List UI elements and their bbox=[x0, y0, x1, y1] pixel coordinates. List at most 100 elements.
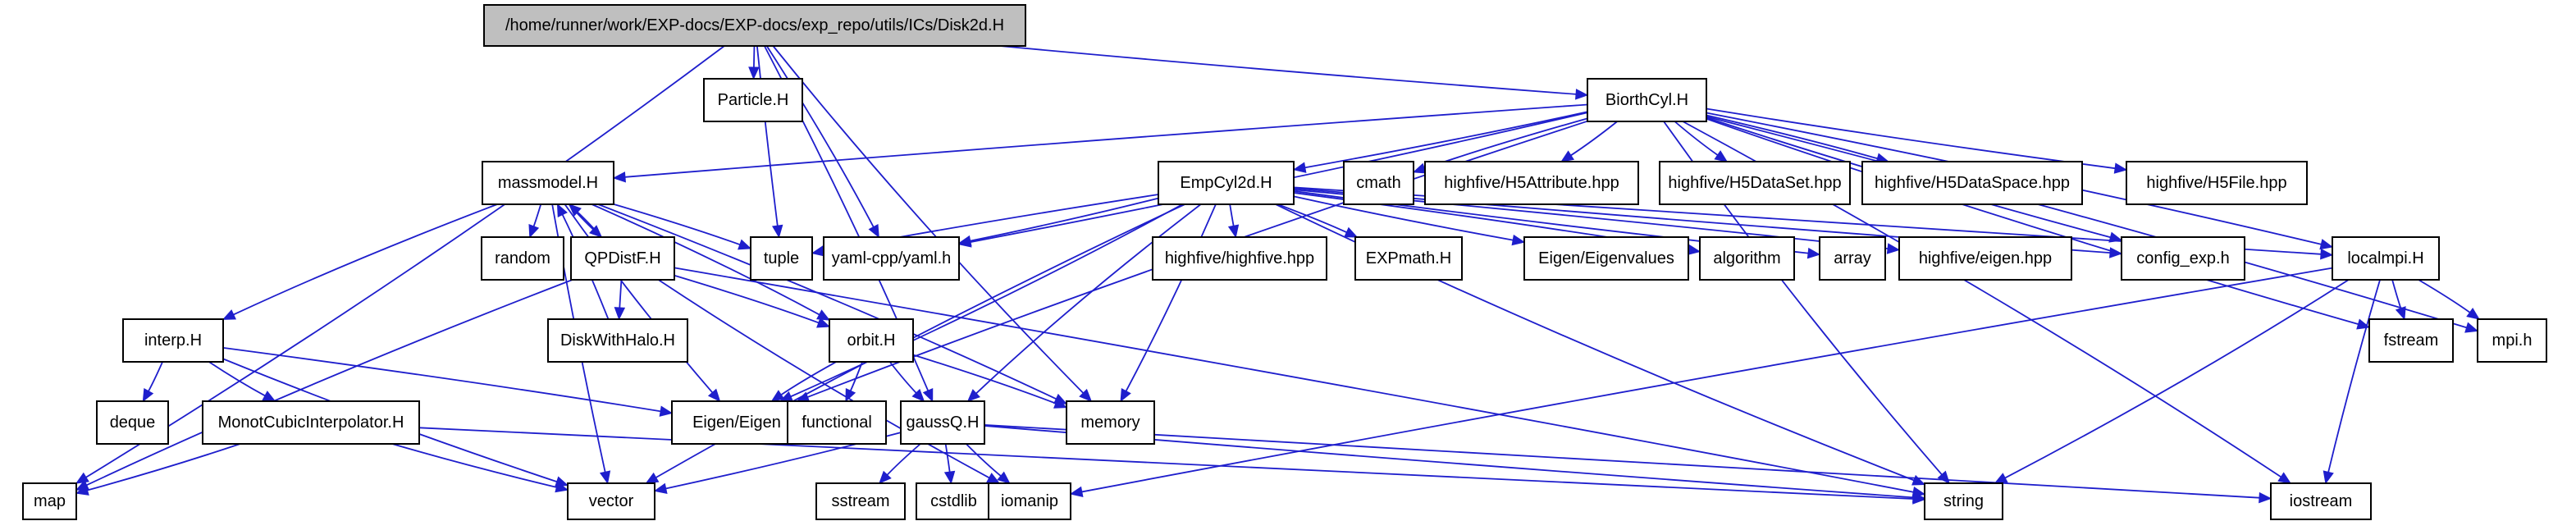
arrowhead-icon bbox=[957, 235, 972, 247]
graph-nodes: /home/runner/work/EXP-docs/EXP-docs/exp_… bbox=[22, 4, 2547, 520]
node-box bbox=[1066, 400, 1155, 445]
arrowhead-icon bbox=[738, 239, 752, 250]
edge-biorth-to-fstream bbox=[1706, 117, 2371, 330]
node-vector[interactable]: vector bbox=[567, 482, 655, 520]
edge-line bbox=[888, 361, 918, 395]
node-iostream[interactable]: iostream bbox=[2270, 482, 2372, 520]
arrowhead-icon bbox=[1560, 150, 1575, 162]
node-box bbox=[703, 78, 803, 122]
node-particle[interactable]: Particle.H bbox=[703, 78, 803, 122]
arrowhead-icon bbox=[2277, 472, 2292, 484]
node-hfhf[interactable]: highfive/highfive.hpp bbox=[1152, 236, 1327, 281]
node-label: tuple bbox=[764, 249, 799, 267]
edge-line bbox=[658, 279, 992, 480]
node-box bbox=[567, 482, 655, 520]
node-iomanip[interactable]: iomanip bbox=[988, 482, 1071, 520]
node-box bbox=[2270, 482, 2372, 520]
node-eigen[interactable]: Eigen/Eigen bbox=[671, 400, 802, 445]
edge-line bbox=[208, 361, 267, 398]
arrowhead-icon bbox=[1911, 474, 1926, 486]
node-hfeigen[interactable]: highfive/eigen.hpp bbox=[1898, 236, 2072, 281]
node-algorithm[interactable]: algorithm bbox=[1699, 236, 1795, 281]
node-label: /home/runner/work/EXP-docs/EXP-docs/exp_… bbox=[505, 16, 1004, 34]
node-fstream[interactable]: fstream bbox=[2368, 318, 2454, 363]
node-biorth[interactable]: BiorthCyl.H bbox=[1587, 78, 1707, 122]
node-mpi[interactable]: mpi.h bbox=[2477, 318, 2547, 363]
node-h5file[interactable]: highfive/H5File.hpp bbox=[2126, 161, 2308, 205]
edge-qpdist-to-massmodel bbox=[568, 203, 602, 238]
node-label: highfive/highfive.hpp bbox=[1165, 249, 1314, 267]
node-h5dataset[interactable]: highfive/H5DataSet.hpp bbox=[1659, 161, 1851, 205]
edge-monot-to-map bbox=[75, 443, 241, 496]
edge-orbit-to-memory bbox=[912, 354, 1068, 409]
node-box bbox=[1158, 161, 1295, 205]
node-eigenvals[interactable]: Eigen/Eigenvalues bbox=[1523, 236, 1689, 281]
node-yaml[interactable]: yaml-cpp/yaml.h bbox=[823, 236, 960, 281]
node-cstdlib[interactable]: cstdlib bbox=[916, 482, 992, 520]
node-label: DiskWithHalo.H bbox=[560, 331, 675, 350]
node-array[interactable]: array bbox=[1819, 236, 1886, 281]
node-disk2d[interactable]: /home/runner/work/EXP-docs/EXP-docs/exp_… bbox=[483, 4, 1026, 47]
arrowhead-icon bbox=[1069, 486, 1084, 497]
node-label: interp.H bbox=[144, 331, 202, 350]
node-h5dataspace[interactable]: highfive/H5DataSpace.hpp bbox=[1861, 161, 2083, 205]
node-deque[interactable]: deque bbox=[96, 400, 169, 445]
node-interp[interactable]: interp.H bbox=[122, 318, 224, 363]
node-label: BiorthCyl.H bbox=[1605, 91, 1688, 109]
edge-line bbox=[591, 203, 821, 317]
arrowhead-icon bbox=[997, 471, 1011, 484]
edge-gaussq-to-sstream bbox=[879, 443, 921, 484]
edge-line bbox=[1674, 121, 1720, 157]
node-label: cmath bbox=[1356, 174, 1400, 192]
edge-massmodel-to-eigen bbox=[564, 203, 721, 402]
edge-qpdist-to-string bbox=[674, 267, 1926, 498]
node-map[interactable]: map bbox=[22, 482, 77, 520]
edge-line bbox=[1706, 117, 2360, 326]
node-random[interactable]: random bbox=[481, 236, 564, 281]
node-tuple[interactable]: tuple bbox=[750, 236, 813, 281]
node-label: mpi.h bbox=[2492, 331, 2533, 350]
arrowhead-icon bbox=[2466, 308, 2480, 320]
node-h5attr[interactable]: highfive/H5Attribute.hpp bbox=[1424, 161, 1639, 205]
node-monot[interactable]: MonotCubicInterpolator.H bbox=[202, 400, 420, 445]
node-label: cstdlib bbox=[930, 492, 977, 510]
node-expmath[interactable]: EXPmath.H bbox=[1354, 236, 1463, 281]
node-gaussq[interactable]: gaussQ.H bbox=[900, 400, 985, 445]
edge-line bbox=[2418, 279, 2472, 314]
node-box bbox=[750, 236, 813, 281]
edge-interp-to-monot bbox=[208, 361, 276, 402]
edge-line bbox=[147, 361, 163, 393]
node-config[interactable]: config_exp.h bbox=[2121, 236, 2245, 281]
node-memory[interactable]: memory bbox=[1066, 400, 1155, 445]
arrowhead-icon bbox=[845, 388, 856, 403]
node-box bbox=[547, 318, 688, 363]
edge-line bbox=[222, 346, 663, 413]
arrowhead-icon bbox=[879, 470, 892, 484]
edge-line bbox=[391, 443, 559, 489]
edge-qpdist-to-map bbox=[75, 279, 573, 491]
arrowhead-icon bbox=[1575, 89, 1589, 100]
node-cmath[interactable]: cmath bbox=[1343, 161, 1414, 205]
node-sstream[interactable]: sstream bbox=[815, 482, 906, 520]
node-diskhalo[interactable]: DiskWithHalo.H bbox=[547, 318, 688, 363]
edge-line bbox=[575, 210, 602, 238]
node-functional[interactable]: functional bbox=[787, 400, 887, 445]
arrowhead-icon bbox=[2323, 470, 2334, 485]
node-box bbox=[1699, 236, 1795, 281]
edge-disk2d-to-tuple bbox=[756, 45, 783, 239]
edge-line bbox=[2003, 279, 2350, 480]
node-label: Eigen/Eigen bbox=[692, 414, 781, 432]
edge-line bbox=[984, 424, 2262, 499]
node-box bbox=[1659, 161, 1851, 205]
edge-line bbox=[85, 443, 241, 491]
arrowhead-icon bbox=[1687, 244, 1701, 256]
node-massmodel[interactable]: massmodel.H bbox=[482, 161, 614, 205]
node-orbit[interactable]: orbit.H bbox=[829, 318, 914, 363]
node-string[interactable]: string bbox=[1924, 482, 2003, 520]
node-localmpi[interactable]: localmpi.H bbox=[2332, 236, 2440, 281]
node-empcyl[interactable]: EmpCyl2d.H bbox=[1158, 161, 1295, 205]
edge-line bbox=[944, 443, 951, 474]
node-qpdist[interactable]: QPDistF.H bbox=[570, 236, 675, 281]
edge-qpdist-to-orbit bbox=[674, 274, 831, 328]
